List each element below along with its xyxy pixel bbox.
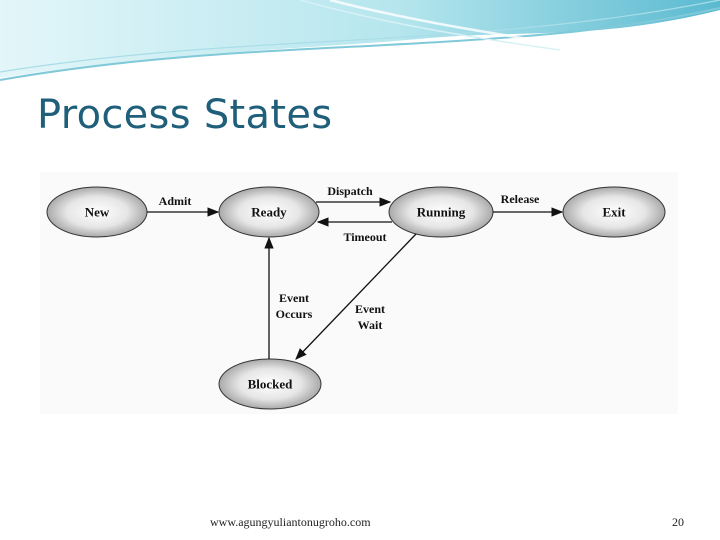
event-wait-arrow <box>295 233 417 360</box>
event-occurs-label-line2: Occurs <box>276 307 313 321</box>
admit-label: Admit <box>159 194 192 208</box>
timeout-label: Timeout <box>343 230 386 244</box>
state-new-label: New <box>85 205 110 220</box>
state-blocked-label: Blocked <box>248 377 294 392</box>
slide-number: 20 <box>672 515 684 529</box>
event-wait-label-line1: Event <box>355 302 385 316</box>
footer-website: www.agungyuliantonugroho.com <box>210 515 371 529</box>
state-ready-label: Ready <box>251 205 287 220</box>
slide-title: Process States <box>37 92 333 138</box>
state-running-label: Running <box>417 205 466 220</box>
process-state-diagram: New Ready Running Exit Blocked Admit Dis… <box>40 172 678 414</box>
state-new: New <box>46 186 148 238</box>
dispatch-label: Dispatch <box>327 184 373 198</box>
state-ready: Ready <box>218 186 320 238</box>
header-wave-banner <box>0 0 720 81</box>
state-blocked: Blocked <box>218 358 322 410</box>
state-running: Running <box>388 186 494 238</box>
release-label: Release <box>501 192 540 206</box>
event-wait-label-line2: Wait <box>358 318 383 332</box>
state-exit: Exit <box>562 186 666 238</box>
state-exit-label: Exit <box>602 205 626 220</box>
event-occurs-label-line1: Event <box>279 291 309 305</box>
